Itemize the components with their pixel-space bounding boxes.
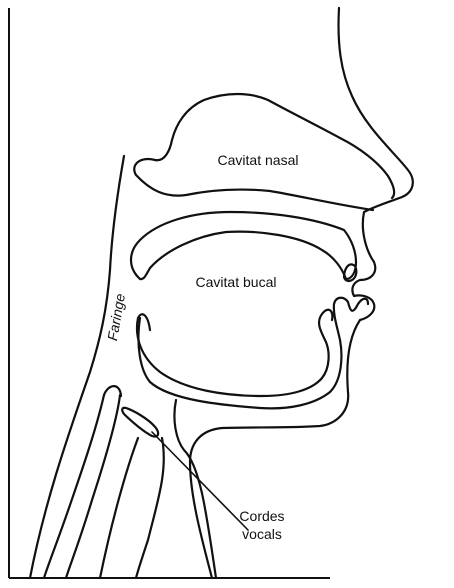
epiglottis-outline [66, 395, 120, 578]
label-vocal-cords-line1: Cordes [239, 508, 284, 524]
larynx-front-wall [174, 400, 216, 578]
trachea-front-wall [136, 438, 164, 578]
label-nasal-cavity: Cavitat nasal [218, 152, 299, 168]
epiglottis-inner [104, 386, 121, 396]
pharynx-back-wall [30, 156, 124, 578]
label-oral-cavity: Cavitat bucal [196, 274, 277, 290]
vocal-cords-leader-line [152, 432, 248, 530]
lower-jaw-outline [138, 298, 368, 409]
face-profile-outline [190, 8, 413, 578]
tongue-outline [137, 310, 332, 396]
palate-outline [131, 212, 356, 279]
label-vocal-cords-line2: vocals [242, 526, 282, 542]
